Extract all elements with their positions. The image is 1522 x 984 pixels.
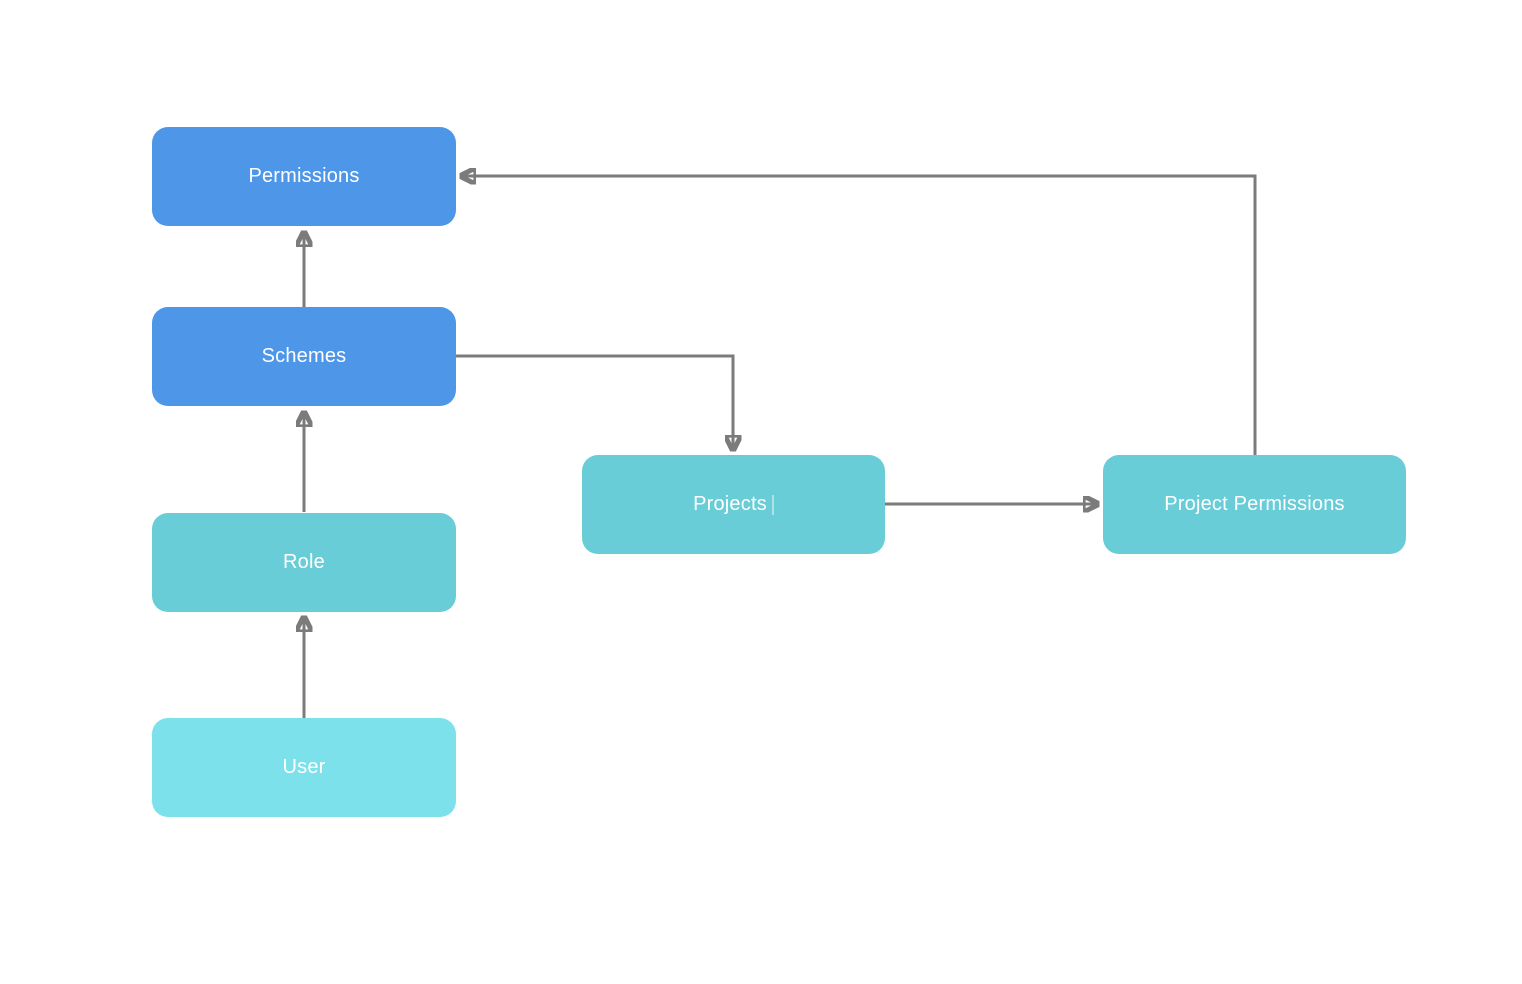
node-project-permissions[interactable]: Project Permissions	[1103, 455, 1406, 554]
node-schemes[interactable]: Schemes	[152, 307, 456, 406]
node-user-label: User	[282, 756, 326, 778]
node-role[interactable]: Role	[152, 513, 456, 612]
node-projects[interactable]: Projects	[582, 455, 885, 554]
node-user[interactable]: User	[152, 718, 456, 817]
node-permissions[interactable]: Permissions	[152, 127, 456, 226]
node-projects-label: Projects	[693, 493, 767, 515]
node-project-permissions-label: Project Permissions	[1164, 493, 1345, 515]
edge-schemes-projects[interactable]	[456, 354, 733, 450]
text-cursor	[771, 494, 774, 515]
node-role-label: Role	[283, 551, 325, 573]
node-schemes-label: Schemes	[261, 345, 347, 367]
node-permissions-label: Permissions	[248, 165, 360, 187]
edge-project-permissions-permissions[interactable]	[461, 176, 1257, 455]
